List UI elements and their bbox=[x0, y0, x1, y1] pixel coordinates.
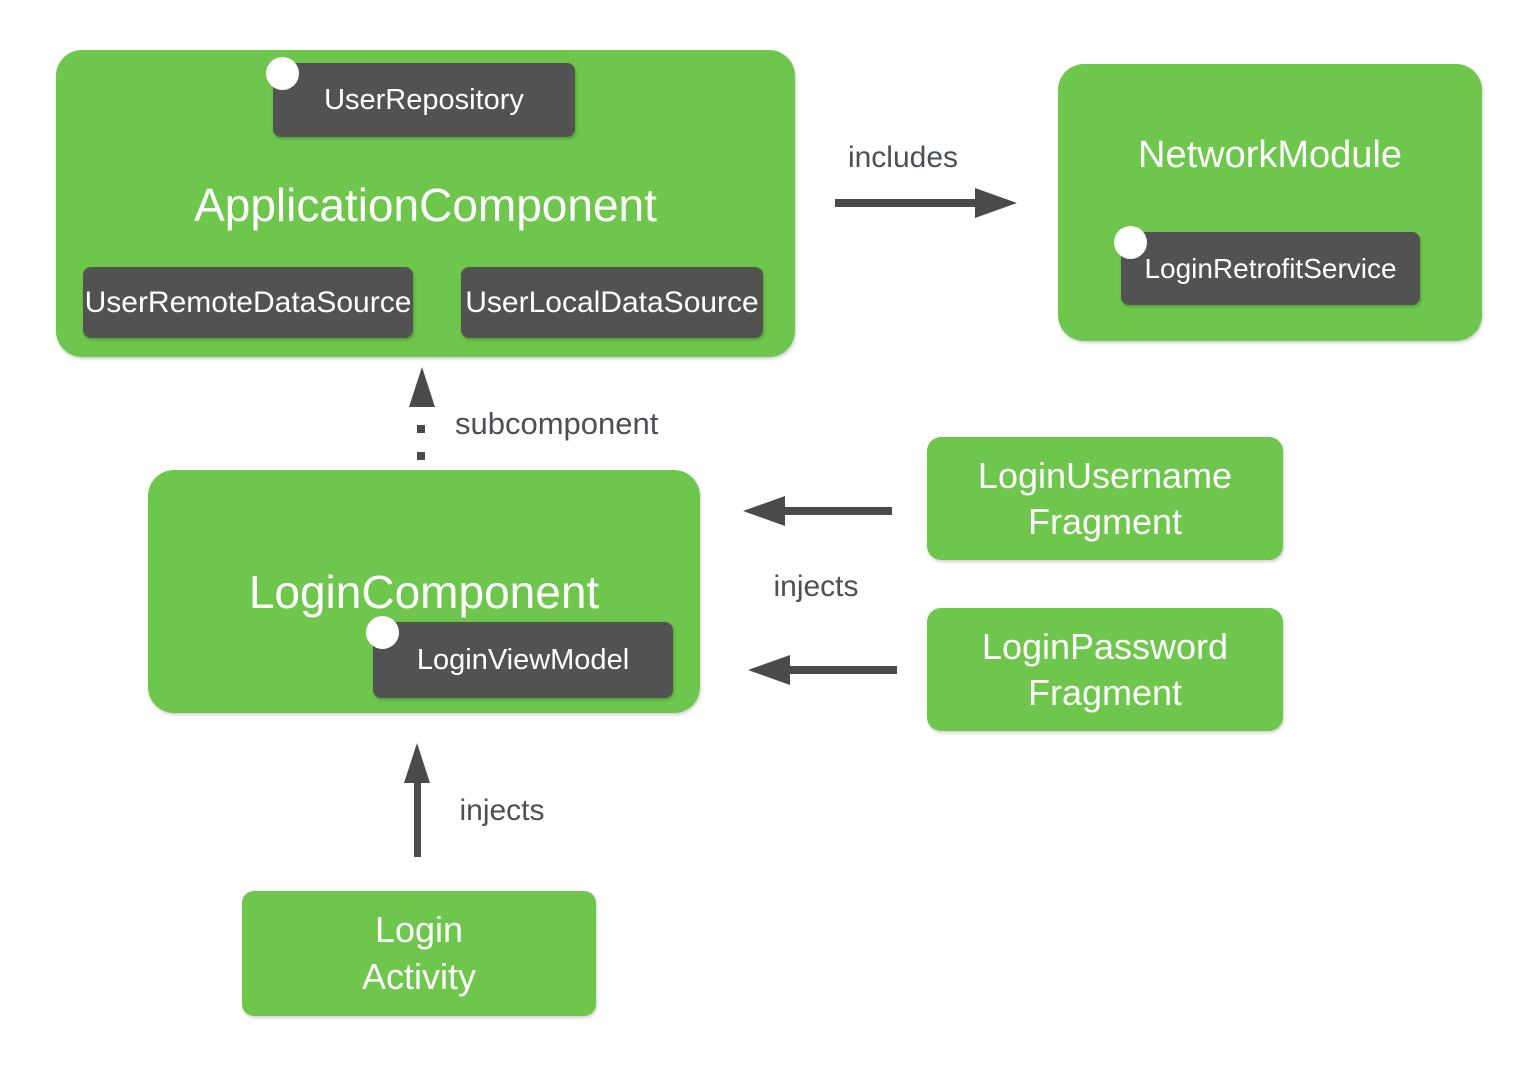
login-component-title: LoginComponent bbox=[248, 566, 600, 618]
application-component-title: ApplicationComponent bbox=[194, 179, 657, 231]
login-activity-line2: Activity bbox=[361, 956, 476, 997]
user-local-data-source-label: UserLocalDataSource bbox=[465, 285, 759, 319]
login-activity-line1: Login bbox=[374, 909, 464, 950]
login-password-fragment-line1: LoginPassword bbox=[981, 626, 1229, 667]
login-activity-box: Login Activity bbox=[242, 891, 596, 1016]
login-username-fragment-box: LoginUsername Fragment bbox=[927, 437, 1283, 560]
user-repository-chip: UserRepository bbox=[273, 63, 575, 137]
user-local-data-source-chip: UserLocalDataSource bbox=[461, 267, 763, 338]
login-password-fragment-box: LoginPassword Fragment bbox=[927, 608, 1283, 731]
arrow-dash bbox=[417, 452, 425, 460]
arrow-head bbox=[748, 655, 790, 685]
login-password-fragment-line2: Fragment bbox=[1027, 672, 1183, 713]
arrow-shaft bbox=[414, 781, 421, 857]
user-remote-data-source-label: UserRemoteDataSource bbox=[84, 285, 412, 319]
scope-dot-icon bbox=[266, 57, 299, 90]
injects-activity-label: injects bbox=[459, 794, 545, 827]
includes-label: includes bbox=[847, 141, 959, 174]
arrow-dash bbox=[417, 425, 425, 433]
arrow-head bbox=[404, 743, 430, 783]
scope-dot-icon bbox=[366, 616, 399, 649]
injects-fragments-label: injects bbox=[773, 570, 859, 603]
arrow-shaft bbox=[835, 199, 975, 207]
user-repository-label: UserRepository bbox=[324, 83, 524, 116]
application-component-box: ApplicationComponent UserRepository User… bbox=[56, 50, 795, 357]
network-module-box: NetworkModule LoginRetrofitService bbox=[1058, 64, 1482, 341]
login-retrofit-service-label: LoginRetrofitService bbox=[1144, 252, 1397, 284]
login-view-model-chip: LoginViewModel bbox=[373, 622, 673, 698]
login-username-fragment-line1: LoginUsername bbox=[977, 455, 1233, 496]
arrow-head bbox=[975, 188, 1017, 218]
arrow-shaft bbox=[790, 666, 897, 674]
arrow-head bbox=[409, 367, 435, 407]
login-retrofit-service-chip: LoginRetrofitService bbox=[1121, 232, 1420, 305]
network-module-title: NetworkModule bbox=[1138, 134, 1402, 176]
scope-dot-icon bbox=[1114, 226, 1147, 259]
login-component-box: LoginComponent LoginViewModel bbox=[148, 470, 700, 713]
subcomponent-label: subcomponent bbox=[455, 406, 659, 441]
login-view-model-label: LoginViewModel bbox=[416, 643, 630, 676]
login-username-fragment-line2: Fragment bbox=[1027, 501, 1183, 542]
user-remote-data-source-chip: UserRemoteDataSource bbox=[83, 267, 413, 338]
arrow-shaft bbox=[785, 507, 892, 515]
arrow-head bbox=[743, 496, 785, 526]
